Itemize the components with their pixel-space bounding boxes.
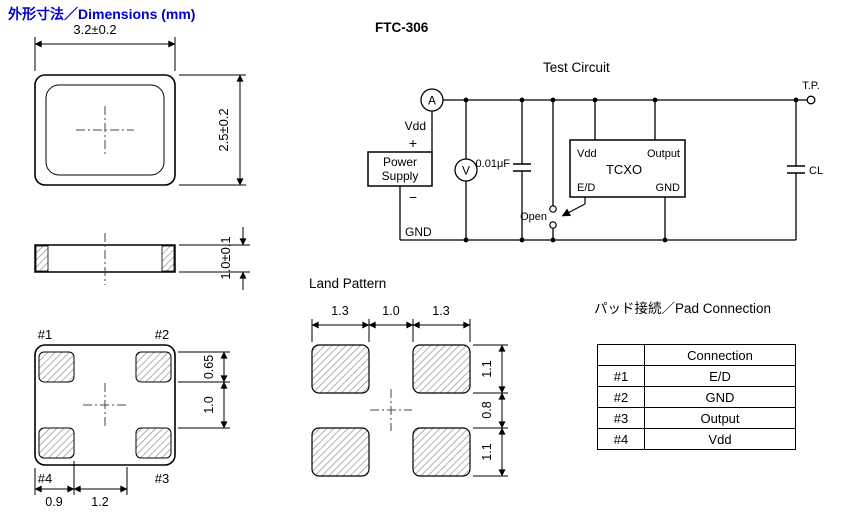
test-circuit-schematic: A V Power Supply Vdd + − GND 0.01μF Vdd … <box>367 80 823 243</box>
table-row: #1 E/D <box>597 365 796 387</box>
top-dimensions <box>311 319 471 342</box>
right-terminal <box>161 245 175 272</box>
land-dim-right-bottom: 1.1 <box>480 443 494 460</box>
land-pattern-title: Land Pattern <box>309 276 387 291</box>
pad-height-dim-label: 0.65 <box>202 355 216 379</box>
signal-cell: Vdd <box>644 428 796 450</box>
capacitor-plates <box>513 163 805 174</box>
pad-connection-table: Connection #1 E/D #2 GND #3 Output #4 Vd… <box>597 344 796 450</box>
height-dimension <box>179 74 246 186</box>
power-supply-label-1: Power <box>383 155 417 169</box>
pad4-label: #4 <box>38 471 52 486</box>
table-row: #3 Output <box>597 407 796 429</box>
pad-connection-title: パッド接続／Pad Connection <box>594 301 772 316</box>
enable-switch <box>549 197 586 229</box>
right-dimensions <box>473 344 508 477</box>
test-point-terminal <box>806 95 816 105</box>
signal-cell: GND <box>644 386 796 408</box>
signal-cell: E/D <box>644 365 796 387</box>
power-supply-box <box>367 151 433 187</box>
ammeter-label: A <box>428 94 436 108</box>
signal-cell: Output <box>644 407 796 429</box>
tcxo-pin-ed: E/D <box>577 182 595 194</box>
model-number: FTC-306 <box>375 20 429 35</box>
package-side-view-drawing: 1.0±0.1 <box>34 227 250 290</box>
pad-gap-dim-label: 1.0 <box>202 396 216 413</box>
land-dim-top-right: 1.3 <box>432 304 449 318</box>
package-cavity-outline <box>45 84 165 176</box>
package-bottom-view-drawing: #1 #2 #4 #3 0.65 1.0 <box>34 327 230 509</box>
power-supply-label-2: Supply <box>382 169 419 183</box>
width-dim-label: 3.2±0.2 <box>73 22 116 37</box>
pin-cell: #4 <box>597 428 645 450</box>
pad3-label: #3 <box>155 471 169 486</box>
package-outline <box>34 74 176 186</box>
tcxo-label: TCXO <box>606 162 642 177</box>
pin-cell: #2 <box>597 386 645 408</box>
pad-height-dimension <box>178 351 230 429</box>
pad-pitch-dim-label: 1.2 <box>91 495 108 509</box>
table-header-connection: Connection <box>644 344 796 366</box>
open-label: Open <box>520 211 547 223</box>
test-point-label: T.P. <box>802 80 820 92</box>
tcxo-box <box>569 139 686 198</box>
pin-cell: #3 <box>597 407 645 429</box>
land-dim-top-center: 1.0 <box>382 304 399 318</box>
land-dim-right-middle: 0.8 <box>480 401 494 418</box>
center-lines <box>76 106 134 154</box>
ammeter-symbol <box>420 88 444 112</box>
land-pattern-drawing: 1.3 1.0 1.3 <box>311 304 508 477</box>
pad2-label: #2 <box>155 327 169 342</box>
tcxo-pin-output: Output <box>647 148 680 160</box>
pad1-label: #1 <box>38 327 52 342</box>
thickness-dim-label: 1.0±0.1 <box>218 236 233 279</box>
test-circuit-title: Test Circuit <box>543 60 610 75</box>
table-header-row: Connection <box>597 344 796 366</box>
voltmeter-symbol <box>454 158 478 182</box>
tcxo-pin-vdd: Vdd <box>577 148 597 160</box>
package-top-view-drawing: 3.2±0.2 2.5±0.2 <box>34 22 246 186</box>
page-title: 外形寸法／Dimensions (mm) <box>8 6 196 22</box>
bottom-dimensions <box>34 461 128 495</box>
center-lines <box>370 389 412 431</box>
pad-width-dim-label: 0.9 <box>45 495 62 509</box>
center-lines <box>83 383 127 427</box>
land-dim-top-left: 1.3 <box>331 304 348 318</box>
cl-label: CL <box>809 165 823 177</box>
left-terminal <box>35 245 49 272</box>
table-row: #4 Vdd <box>597 428 796 450</box>
plus-label: + <box>409 135 417 151</box>
tcxo-pin-gnd: GND <box>656 182 681 194</box>
solder-pads <box>38 351 172 459</box>
gnd-rail-label: GND <box>405 225 432 239</box>
table-header-empty-cell <box>597 344 645 366</box>
width-dimension <box>34 37 176 71</box>
height-dim-label: 2.5±0.2 <box>216 108 231 151</box>
capacitor-value-label: 0.01μF <box>476 158 511 170</box>
land-pads <box>311 344 471 477</box>
junction-dots <box>463 97 799 243</box>
vdd-rail-label: Vdd <box>405 119 426 133</box>
table-row: #2 GND <box>597 386 796 408</box>
voltmeter-label: V <box>462 164 470 178</box>
land-dim-right-top: 1.1 <box>480 360 494 377</box>
thickness-dimension <box>179 227 250 290</box>
bottom-outline <box>34 344 176 466</box>
pin-cell: #1 <box>597 365 645 387</box>
minus-label: − <box>409 189 417 205</box>
